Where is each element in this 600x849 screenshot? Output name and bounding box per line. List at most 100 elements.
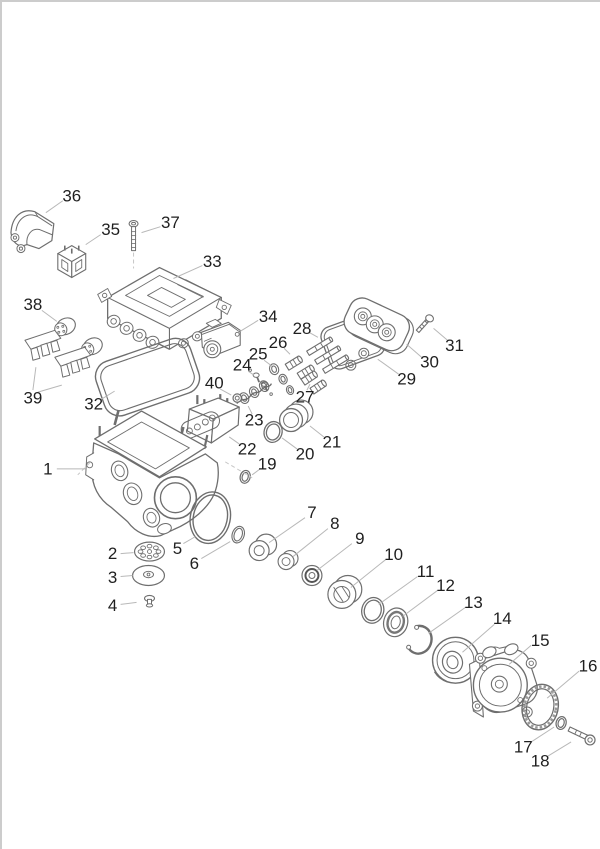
- part-35-drawing: [57, 245, 87, 279]
- leader-line: [85, 234, 101, 246]
- part-21-callout: 21: [309, 425, 341, 451]
- leader-line: [462, 623, 495, 653]
- leader-line: [433, 327, 448, 341]
- part-8-callout: 8: [292, 514, 340, 557]
- part-number-label-12: 12: [436, 576, 455, 595]
- part-number-label-17: 17: [514, 737, 533, 756]
- part-10-callout: 10: [350, 545, 403, 588]
- part-number-label-11: 11: [417, 562, 435, 581]
- part-17-callout: 17: [514, 726, 555, 756]
- part-2-drawing: [133, 541, 166, 562]
- part-number-label-3: 3: [108, 568, 117, 587]
- leader-line: [306, 383, 311, 391]
- part-28-drawing: [306, 336, 350, 374]
- part-number-label-8: 8: [330, 514, 339, 533]
- part-13-callout: 13: [428, 593, 483, 634]
- part-number-label-7: 7: [307, 503, 316, 522]
- part-number-label-34: 34: [259, 307, 278, 326]
- leader-line: [377, 358, 399, 375]
- part-number-label-22: 22: [238, 439, 257, 458]
- part-6-drawing: [231, 525, 246, 544]
- part-11-callout: 11: [378, 562, 435, 605]
- part-number-label-9: 9: [355, 529, 364, 548]
- leader-line: [239, 319, 259, 332]
- leader-line: [508, 644, 532, 665]
- part-39-callout: 39: [23, 367, 62, 408]
- part-12-callout: 12: [402, 576, 455, 617]
- leader-line: [251, 468, 261, 476]
- leader-line: [120, 575, 133, 577]
- part-18-drawing: [567, 726, 596, 746]
- part-21-drawing: [278, 399, 314, 433]
- part-40-callout: 40: [205, 374, 232, 396]
- leader-line: [201, 541, 231, 559]
- part-37-callout: 37: [141, 213, 180, 234]
- part-12-drawing: [382, 607, 409, 638]
- part-number-label-18: 18: [531, 751, 550, 770]
- part-number-label-21: 21: [322, 432, 341, 451]
- part-29-callout: 29: [377, 358, 416, 389]
- leader-line: [228, 436, 240, 445]
- part-number-label-25: 25: [249, 345, 268, 364]
- part-number-label-35: 35: [101, 220, 120, 239]
- part-39-drawing: [24, 329, 92, 378]
- part-34-callout: 34: [239, 307, 278, 332]
- part-2-callout: 2: [108, 544, 134, 563]
- part-number-label-40: 40: [205, 374, 224, 393]
- leader-line: [308, 331, 319, 338]
- part-3-callout: 3: [108, 568, 133, 587]
- part-31-callout: 31: [433, 327, 464, 355]
- part-6-callout: 6: [190, 541, 231, 573]
- part-23-callout: 23: [245, 405, 264, 430]
- leader-line: [220, 388, 232, 396]
- part-number-label-33: 33: [203, 252, 222, 271]
- part-25-drawing: [268, 363, 295, 396]
- leader-line: [402, 590, 438, 617]
- leader-line: [247, 405, 253, 415]
- part-14-callout: 14: [462, 609, 512, 653]
- part-4-callout: 4: [108, 596, 137, 615]
- leader-line: [183, 536, 196, 545]
- part-7-callout: 7: [268, 503, 317, 544]
- part-33-callout: 33: [173, 252, 222, 279]
- part-32-callout: 32: [84, 390, 115, 414]
- leader-line: [37, 384, 62, 393]
- leader-line: [120, 601, 137, 605]
- leader-line: [316, 543, 353, 571]
- part-number-label-14: 14: [493, 609, 512, 628]
- part-24-callout: 24: [233, 356, 255, 376]
- part-11-drawing: [361, 596, 385, 624]
- part-27-callout: 27: [296, 383, 315, 407]
- part-20-drawing: [263, 420, 283, 443]
- part-15-callout: 15: [508, 631, 550, 665]
- part-18-callout: 18: [531, 741, 572, 770]
- part-22-callout: 22: [228, 436, 257, 458]
- part-36-drawing: [10, 210, 55, 254]
- leader-line: [547, 741, 572, 757]
- part-number-label-27: 27: [296, 388, 315, 407]
- leader-line: [530, 726, 555, 743]
- part-1-callout: 1: [43, 459, 86, 478]
- part-22-drawing: [180, 394, 240, 444]
- leader-line: [45, 200, 64, 214]
- part-36-callout: 36: [45, 186, 81, 214]
- leader-line: [546, 670, 580, 699]
- part-32-drawing: [94, 337, 201, 417]
- part-number-label-23: 23: [245, 411, 264, 430]
- part-38-drawing: [54, 317, 103, 357]
- part-19-callout: 19: [251, 454, 277, 476]
- part-20-callout: 20: [281, 437, 314, 463]
- part-8-drawing: [277, 550, 299, 571]
- part-16-drawing: [521, 683, 560, 731]
- part-15-drawing: [468, 643, 538, 718]
- part-37-drawing: [128, 219, 139, 252]
- part-30-drawing: [343, 297, 414, 359]
- part-5-callout: 5: [173, 536, 196, 558]
- part-25-callout: 25: [249, 345, 273, 367]
- part-7-drawing: [248, 533, 278, 562]
- leader-line: [173, 265, 203, 279]
- part-4-drawing: [143, 594, 156, 608]
- leader-line: [32, 367, 37, 391]
- leader-line: [283, 347, 291, 355]
- part-number-label-13: 13: [464, 593, 483, 612]
